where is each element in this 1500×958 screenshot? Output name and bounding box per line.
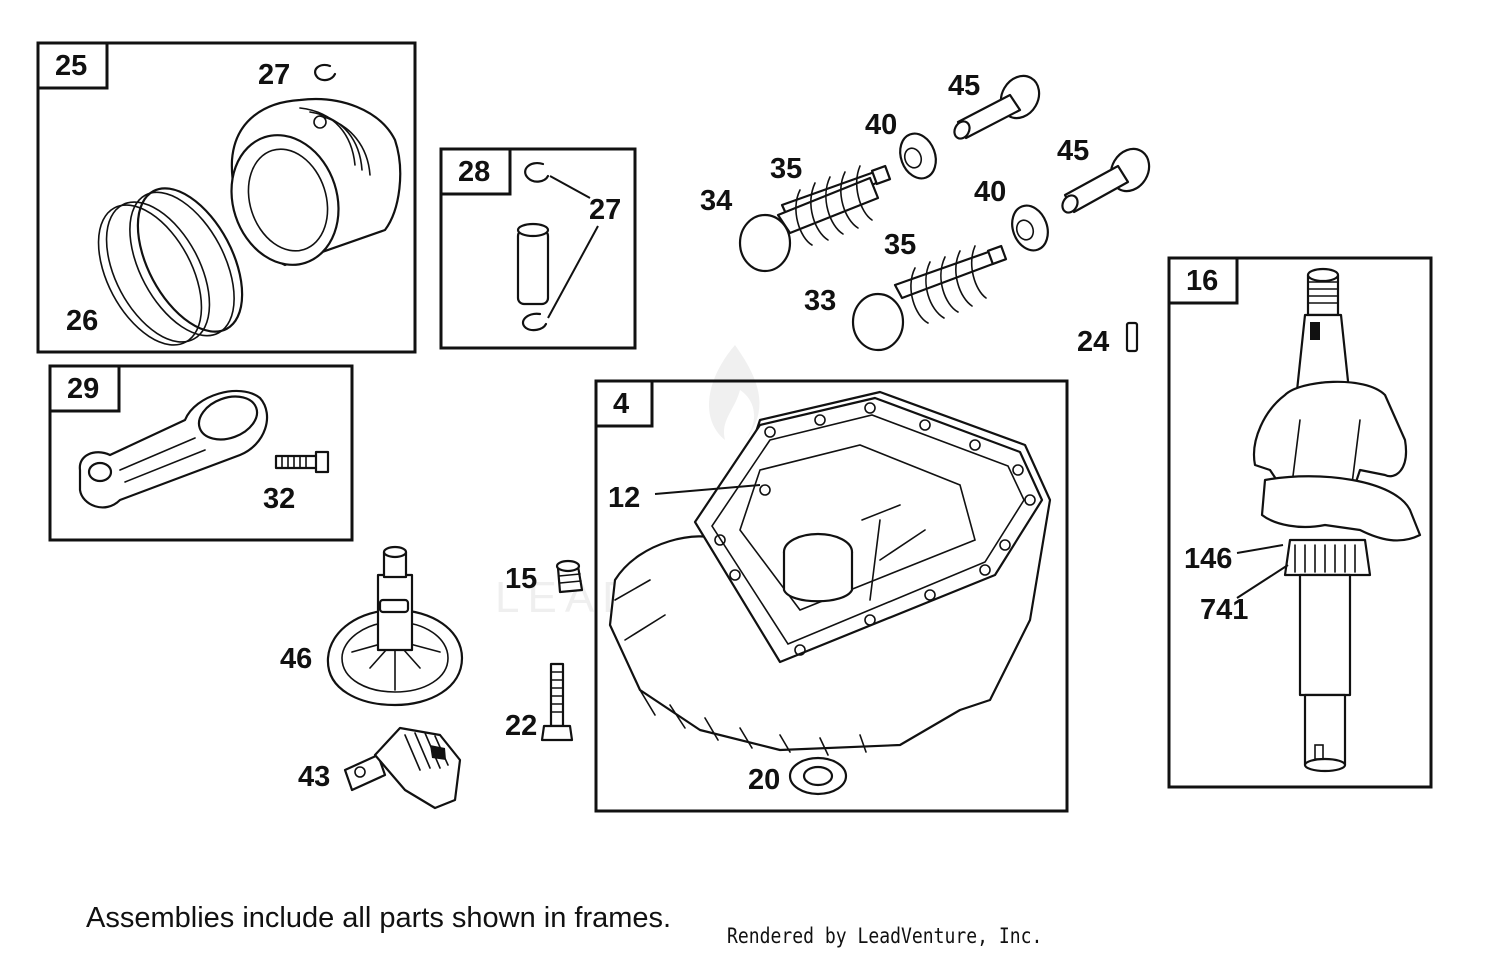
callout-retainer-a: 40 xyxy=(865,109,897,141)
frame-piston: 25 27 26 xyxy=(36,41,417,361)
tappet-icon[interactable] xyxy=(1059,142,1156,215)
callout-crank-gear: 741 xyxy=(1200,594,1248,626)
callout-oil-seal: 20 xyxy=(748,764,780,796)
frame-piston-pin: 28 27 xyxy=(439,147,637,350)
callout-pin-retainers: 27 xyxy=(589,194,621,226)
exhaust-valve-icon[interactable] xyxy=(851,244,1008,352)
callout-camshaft: 46 xyxy=(280,643,312,675)
oil-seal-icon[interactable] xyxy=(788,756,848,796)
frame-connecting-rod: 29 32 xyxy=(48,364,354,542)
frame-tag-connecting-rod: 29 xyxy=(67,373,99,405)
callout-sump-screw: 22 xyxy=(505,710,537,742)
valve-train: 45 45 40 40 35 35 34 33 24 xyxy=(700,69,1156,358)
sump-screw-icon[interactable] xyxy=(540,662,574,742)
frame-tag-piston-pin: 28 xyxy=(458,156,490,188)
pin-clip-top-icon[interactable] xyxy=(524,162,550,183)
callout-rod-screw: 32 xyxy=(263,483,295,515)
governor-icon[interactable] xyxy=(343,726,462,810)
callout-intake-valve: 34 xyxy=(700,185,732,217)
callout-key: 24 xyxy=(1077,326,1109,358)
callout-piston-rings: 26 xyxy=(66,305,98,337)
callout-tappet-b: 45 xyxy=(1057,135,1089,167)
frame-sump: 4 xyxy=(594,379,1069,813)
piston-pin-icon[interactable] xyxy=(516,222,550,306)
callout-tappet-a: 45 xyxy=(948,70,980,102)
retainer-clip-icon[interactable] xyxy=(314,63,337,82)
callout-spring-a: 35 xyxy=(770,153,802,185)
callout-governor: 43 xyxy=(298,761,330,793)
callout-retainer-b: 40 xyxy=(974,176,1006,208)
callout-gasket: 12 xyxy=(608,482,640,514)
frame-tag-sump: 4 xyxy=(613,388,629,420)
spring-retainer-icon[interactable] xyxy=(1006,201,1054,256)
intake-valve-icon[interactable] xyxy=(738,164,892,273)
callout-plug: 15 xyxy=(505,563,537,595)
render-credit: Rendered by LeadVenture, Inc. xyxy=(727,924,1043,948)
piston-icon[interactable] xyxy=(215,98,402,279)
connecting-rod-icon[interactable] xyxy=(78,389,269,509)
sump-icon[interactable] xyxy=(608,390,1052,756)
crankshaft-icon[interactable] xyxy=(1252,267,1422,773)
callout-spring-b: 35 xyxy=(884,229,916,261)
callout-retainer: 27 xyxy=(258,59,290,91)
frame-tag-piston: 25 xyxy=(55,50,87,82)
rod-screw-icon[interactable] xyxy=(274,450,330,474)
assembly-note: Assemblies include all parts shown in fr… xyxy=(86,902,672,934)
callout-exhaust-valve: 33 xyxy=(804,285,836,317)
frame-tag-crankshaft: 16 xyxy=(1186,265,1218,297)
spring-retainer-icon[interactable] xyxy=(894,129,942,184)
frame-crankshaft: 16 146 741 xyxy=(1167,256,1433,789)
pin-clip-bottom-icon[interactable] xyxy=(521,312,548,332)
callout-crank-key: 146 xyxy=(1184,543,1232,575)
tappet-icon[interactable] xyxy=(951,69,1046,141)
plug-icon[interactable] xyxy=(555,559,584,594)
camshaft-icon[interactable] xyxy=(326,545,464,707)
piston-rings-icon[interactable] xyxy=(77,171,263,361)
key-icon[interactable] xyxy=(1125,321,1139,353)
